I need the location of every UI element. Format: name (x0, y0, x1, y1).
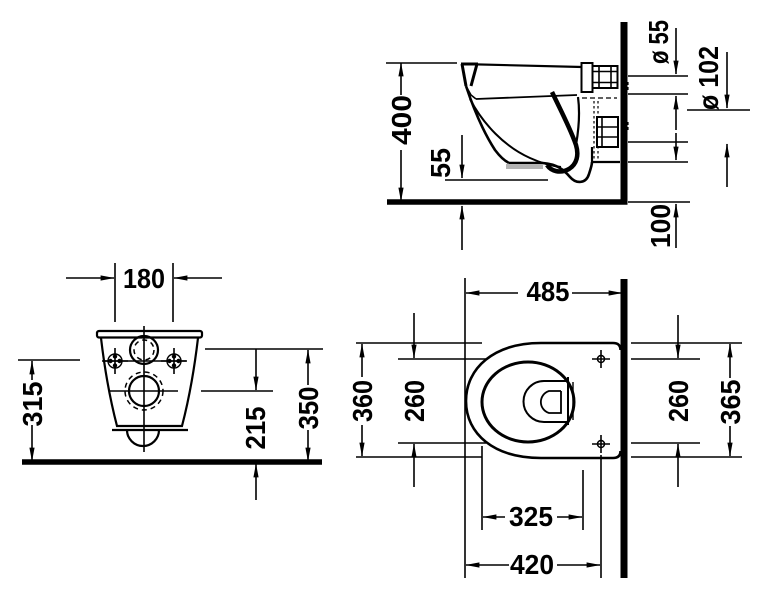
dim-overall-height: 400 (386, 62, 417, 202)
inlet-hole-front (128, 334, 160, 366)
dim-hole-spacing-180: 180 (66, 263, 222, 294)
dim-length-420: 420 (465, 549, 601, 580)
dim-label-55: 55 (425, 148, 456, 178)
dim-label-315: 315 (17, 382, 48, 427)
dim-label-215: 215 (240, 407, 271, 450)
dim-label-dia-55: ø 55 (643, 20, 674, 64)
dim-clearance-55: 55 (425, 135, 465, 250)
toilet-side-profile (460, 62, 629, 184)
outlet-hole-front (124, 371, 164, 411)
dim-inlet-diameter: ø 55 (643, 20, 679, 130)
plan-view: 485 360 260 260 365 325 (347, 276, 746, 580)
dim-label-180: 180 (123, 263, 165, 294)
fixing-hole-right (161, 348, 187, 374)
dim-label-485: 485 (527, 276, 570, 307)
dim-depth-485: 485 (465, 276, 623, 307)
dim-height-350: 350 (293, 349, 324, 462)
dim-width-365: 365 (715, 343, 746, 457)
toilet-plan-outline (464, 341, 622, 460)
inlet-spud (591, 65, 619, 89)
outlet-spigot (596, 116, 619, 148)
dim-width-360: 360 (347, 343, 378, 457)
dim-label-260-right: 260 (663, 380, 694, 422)
dim-outlet-diameter: ø 102 (693, 46, 730, 187)
dim-hole-spacing-260-right: 260 (663, 315, 694, 487)
dim-label-260-left: 260 (399, 380, 430, 422)
dim-label-350: 350 (293, 387, 324, 430)
dim-outlet-to-floor: 100 (645, 133, 679, 248)
dim-label-dia-102: ø 102 (693, 46, 724, 110)
dim-label-325: 325 (509, 501, 553, 532)
dim-opening-325: 325 (482, 501, 583, 532)
fixing-hole-bottom (592, 435, 610, 453)
dim-label-400: 400 (386, 95, 417, 145)
dim-label-420: 420 (510, 549, 554, 580)
front-view: 180 315 215 350 (17, 263, 324, 500)
side-view-section: 400 55 ø 55 ø 102 100 (386, 20, 750, 250)
dim-height-215: 215 (240, 349, 271, 500)
fixing-hole-top (592, 350, 610, 368)
fixing-hole-left (102, 348, 128, 374)
toilet-front-outline (95, 326, 204, 452)
dim-height-315: 315 (17, 360, 48, 462)
dim-hole-spacing-260-left: 260 (399, 313, 430, 487)
bowl-rim (480, 360, 576, 444)
drain-bump (125, 429, 161, 448)
bowl-shadow (506, 164, 543, 169)
trap-curve (545, 91, 580, 174)
trap-opening (522, 377, 574, 425)
dim-label-360: 360 (347, 380, 378, 422)
dim-label-100: 100 (645, 204, 676, 248)
dim-label-365: 365 (715, 380, 746, 425)
inlet-block (580, 62, 594, 93)
